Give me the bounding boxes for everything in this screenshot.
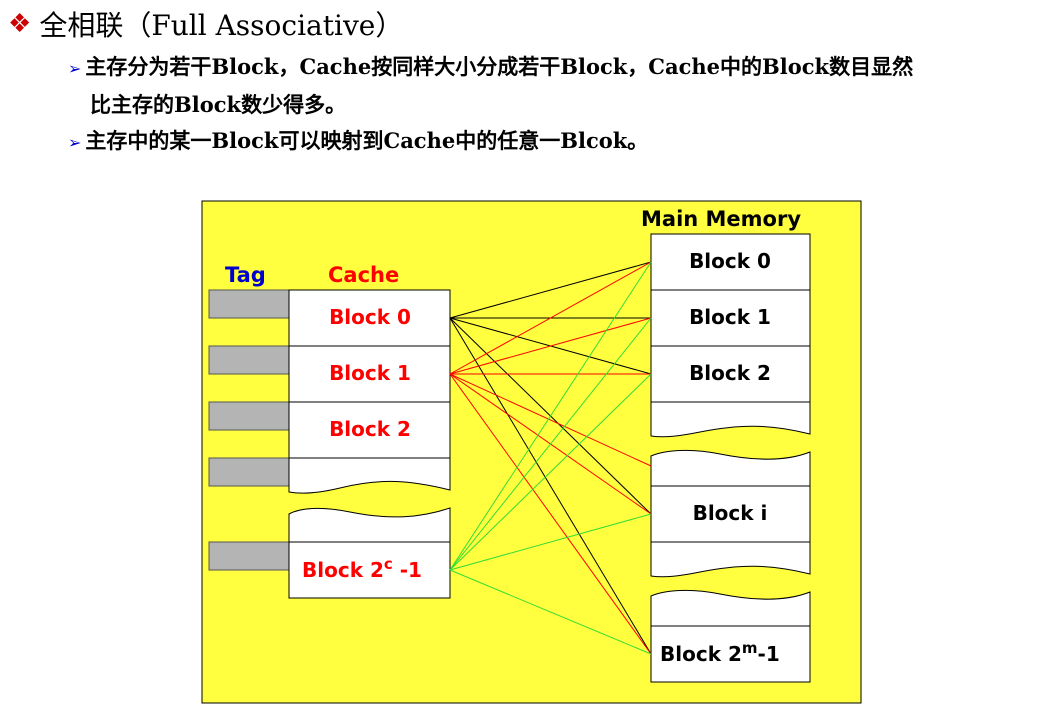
memory-block-1 [650, 289, 811, 347]
mapping-line [449, 373, 652, 467]
memory-block-1-label: Block 1 [689, 305, 771, 329]
mapping-line [449, 317, 652, 571]
memory-break-1-top [650, 401, 811, 438]
mapping-line [449, 261, 652, 571]
cache-block-last-label: Block 2c -1 [302, 555, 422, 582]
cache-label: Cache [328, 263, 399, 287]
cache-block-2 [288, 401, 451, 459]
slide-title: 全相联（Full Associative） [39, 9, 404, 42]
cache-block-1 [288, 345, 451, 403]
cache-block-1-label: Block 1 [329, 361, 411, 385]
cache-break-bottom [288, 507, 451, 543]
cache-block-0 [288, 289, 451, 347]
memory-block-2-label: Block 2 [689, 361, 771, 385]
memory-break-1-bottom [650, 449, 811, 487]
slide-title-row: ❖ 全相联（Full Associative） [8, 4, 403, 44]
bullet-2: ➢主存中的某一Block可以映射到Cache中的任意一Blcok。 [68, 123, 1028, 161]
memory-block-i [650, 485, 811, 543]
memory-block-2 [650, 345, 811, 403]
memory-block-i-label: Block i [693, 501, 768, 525]
bullet-1-line-1: 主存分为若干Block，Cache按同样大小分成若干Block，Cache中的B… [85, 54, 914, 79]
bullet-1-line-2: 比主存的Block数少得多。 [90, 92, 347, 117]
memory-block-0-label: Block 0 [689, 249, 771, 273]
tag-box [208, 401, 290, 431]
mapping-line [449, 373, 652, 655]
tag-box [208, 289, 290, 319]
diamond-bullet-icon: ❖ [8, 9, 32, 39]
memory-block-last [650, 625, 811, 683]
memory-break-2-top [650, 541, 811, 578]
mapping-line [449, 317, 652, 375]
tag-box [208, 345, 290, 375]
mapping-line [449, 373, 652, 571]
arrow-bullet-icon: ➢ [68, 133, 82, 152]
cache-break-top [288, 457, 451, 494]
arrow-bullet-icon: ➢ [68, 59, 82, 78]
cache-block-last [288, 541, 451, 599]
memory-break-2-bottom [650, 589, 811, 627]
mapping-line [449, 569, 652, 655]
bullet-1: ➢主存分为若干Block，Cache按同样大小分成若干Block，Cache中的… [68, 49, 1028, 123]
mapping-line [449, 513, 652, 571]
tag-box [208, 457, 290, 487]
tag-label: Tag [225, 263, 266, 287]
memory-block-last-label: Block 2m-1 [660, 639, 780, 666]
cache-block-2-label: Block 2 [329, 417, 411, 441]
cache-block-0-label: Block 0 [329, 305, 411, 329]
main-memory-label: Main Memory [641, 207, 801, 231]
mapping-line [449, 261, 652, 375]
mapping-line [449, 261, 652, 319]
tag-box [208, 541, 290, 571]
bullet-2-line-1: 主存中的某一Block可以映射到Cache中的任意一Blcok。 [85, 128, 649, 153]
